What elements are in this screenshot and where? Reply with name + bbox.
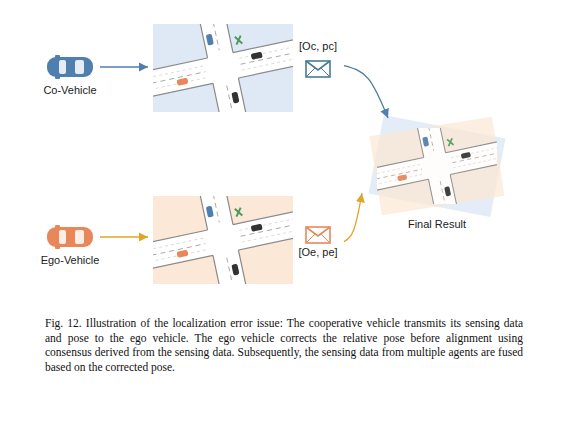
message-arrow: [344, 193, 362, 241]
node-label: Co-Vehicle: [38, 84, 102, 97]
message-icon: [306, 61, 330, 77]
message-node: [Oc, pc]: [292, 38, 344, 77]
node-label: [Oc, pc]: [295, 40, 341, 53]
vehicle-node: Ego-Vehicle: [35, 216, 105, 269]
message-node: [Oe, pe]: [292, 222, 344, 261]
connector-layer: [344, 66, 388, 242]
node-label: [Oe, pe]: [295, 246, 341, 259]
fused-map: [340, 86, 534, 246]
co-map: [110, 0, 336, 161]
vehicle-node: Co-Vehicle: [35, 46, 105, 99]
caption-text: Fig. 12. Illustration of the localizatio…: [45, 317, 523, 373]
figure-caption: Fig. 12. Illustration of the localizatio…: [45, 316, 523, 375]
message-icon: [306, 227, 330, 243]
result-node: Final Result: [362, 118, 512, 233]
node-label: Ego-Vehicle: [38, 254, 102, 267]
node-label: Final Result: [365, 218, 509, 231]
message-arrow: [344, 66, 388, 118]
ego-map: [110, 147, 336, 333]
sense-arrow: [100, 236, 148, 237]
co-vehicle-icon: [47, 55, 93, 79]
sense-arrow: [100, 66, 148, 67]
ego-vehicle-icon: [47, 225, 93, 249]
